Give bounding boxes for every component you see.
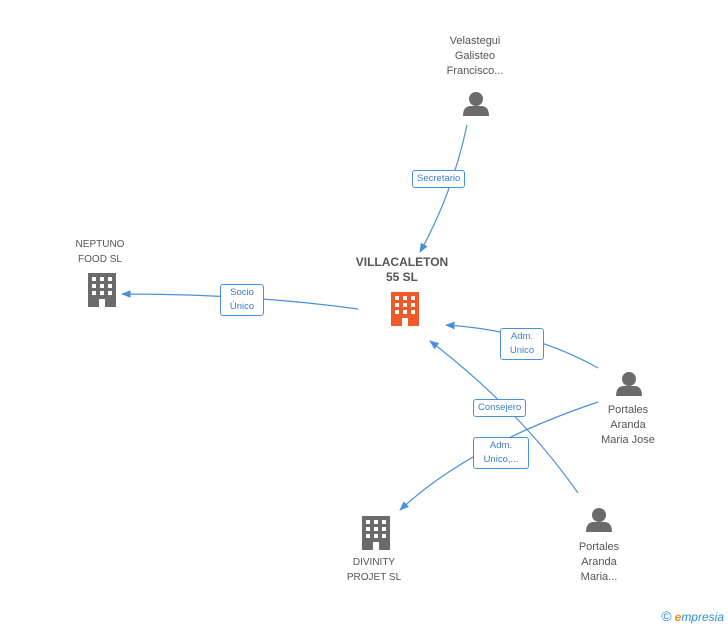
edge-label-secretario: Secretario	[412, 170, 466, 188]
brand-first-letter: e	[674, 610, 682, 624]
node-label-neptuno[interactable]: NEPTUNO FOOD SL	[55, 237, 145, 267]
node-label-line: Maria...	[580, 571, 618, 583]
node-label-line: Portales	[607, 404, 649, 416]
edge-label-line: Adm.	[489, 440, 513, 451]
node-label-portales-maria[interactable]: Portales Aranda Maria...	[551, 540, 647, 585]
person-icon[interactable]	[586, 508, 612, 532]
edge-label-consejero: Consejero	[473, 399, 527, 417]
node-label-line: Velastegui	[449, 35, 501, 47]
person-icon[interactable]	[616, 372, 642, 396]
building-icon[interactable]	[88, 273, 116, 307]
node-label-villacaleton[interactable]: VILLACALETON 55 SL	[350, 255, 454, 285]
building-icon[interactable]	[362, 516, 390, 550]
person-icon[interactable]	[463, 92, 489, 116]
edge-label-adm-unico: Adm. Unico	[500, 328, 544, 360]
node-label-line: Francisco...	[446, 65, 504, 77]
building-icon[interactable]	[391, 292, 419, 326]
node-label-line: Maria Jose	[601, 434, 655, 446]
edge-label-line: Unico	[509, 345, 535, 356]
empresia-logo: ©empresia	[661, 608, 724, 624]
brand-name: mpresia	[681, 610, 724, 624]
node-label-line: Aranda	[610, 419, 646, 431]
edge-label-line: Socio	[230, 287, 254, 298]
node-label-portales-maria-jose[interactable]: Portales Aranda Maria Jose	[580, 403, 676, 448]
node-label-line: VILLACALETON	[355, 255, 449, 269]
node-label-line: PROJET SL	[346, 572, 402, 583]
edge-secretario	[419, 124, 468, 253]
node-label-line: Portales	[578, 541, 620, 553]
node-label-divinity[interactable]: DIVINITY PROJET SL	[326, 555, 422, 585]
edge-label-line: Unico,...	[483, 454, 519, 465]
edge-label-adm-unico-2: Adm. Unico,...	[473, 437, 529, 469]
edge-label-line: Consejero	[478, 402, 522, 413]
node-label-line: NEPTUNO	[75, 239, 125, 250]
node-label-velastegui[interactable]: Velastegui Galisteo Francisco...	[425, 34, 525, 79]
edge-label-line: Adm.	[510, 331, 534, 342]
edge-label-socio-unico: Socio Único	[220, 284, 264, 316]
edge-label-line: Único	[229, 301, 255, 312]
node-label-line: DIVINITY	[352, 557, 396, 568]
node-label-line: 55 SL	[385, 270, 418, 284]
node-label-line: FOOD SL	[78, 254, 122, 265]
node-label-line: Aranda	[581, 556, 617, 568]
node-label-line: Galisteo	[454, 50, 496, 62]
edge-label-line: Secretario	[417, 173, 461, 184]
copyright-icon: ©	[661, 608, 672, 624]
